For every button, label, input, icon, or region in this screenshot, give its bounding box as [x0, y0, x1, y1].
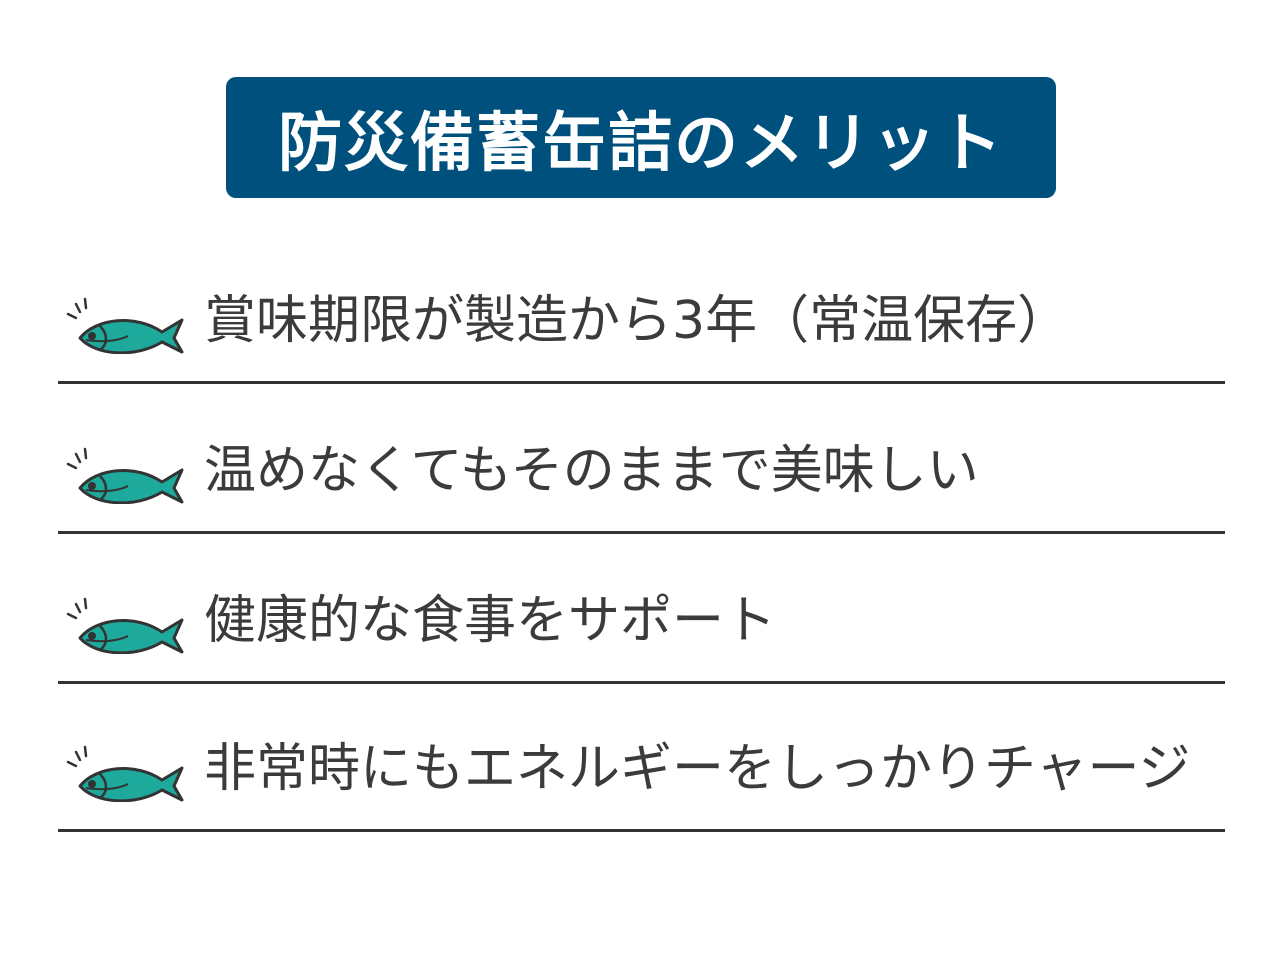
list-item: 賞味期限が製造から3年（常温保存）: [58, 274, 1225, 384]
item-label: 非常時にもエネルギーをしっかりチャージ: [204, 739, 1191, 799]
list-item: 非常時にもエネルギーをしっかりチャージ: [58, 722, 1225, 832]
fish-icon: [66, 297, 184, 354]
item-label: 温めなくてもそのままで美味しい: [204, 441, 979, 501]
title-banner: 防災備蓄缶詰のメリット: [226, 77, 1056, 198]
fish-icon: [66, 597, 184, 654]
fish-icon: [66, 447, 184, 504]
fish-icon: [66, 745, 184, 802]
list-item: 健康的な食事をサポート: [58, 574, 1225, 684]
divider: [58, 381, 1225, 384]
item-label: 賞味期限が製造から3年（常温保存）: [204, 291, 1070, 351]
list-item: 温めなくてもそのままで美味しい: [58, 424, 1225, 534]
divider: [58, 829, 1225, 832]
page-title: 防災備蓄缶詰のメリット: [278, 106, 1004, 181]
item-label: 健康的な食事をサポート: [204, 591, 777, 651]
divider: [58, 681, 1225, 684]
divider: [58, 531, 1225, 534]
